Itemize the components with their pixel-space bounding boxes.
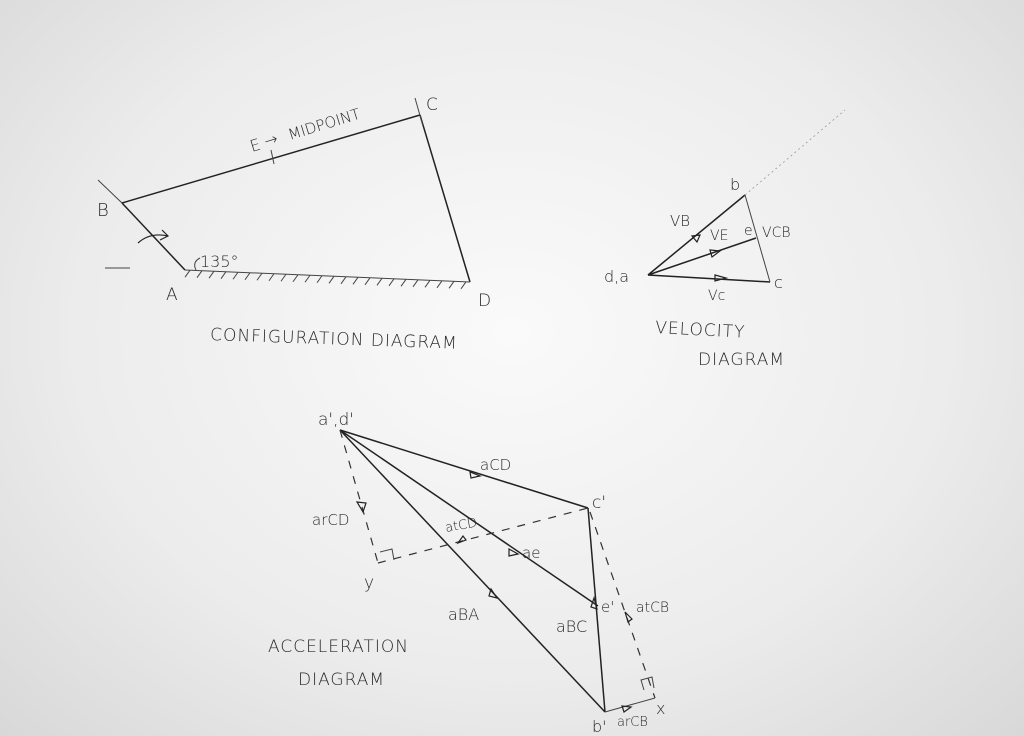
arcd-arrowhead-icon — [355, 501, 367, 514]
point-da-label: d,a — [604, 267, 629, 286]
ground-hatching — [184, 269, 467, 290]
velocity-title-line1: VELOCITY — [655, 318, 746, 343]
acceleration-title-line1: ACCELERATION — [268, 637, 409, 657]
arcb-arrowhead-icon — [621, 705, 633, 713]
hatch-mark — [232, 271, 239, 280]
vector-vcb — [744, 194, 771, 283]
atcb-label: atCB — [636, 600, 669, 616]
vector-acd — [339, 429, 589, 509]
point-x-label: x — [656, 699, 665, 718]
angle-label: 135° — [200, 252, 239, 271]
point-b-label: b — [730, 175, 740, 194]
ve-arrowhead-icon — [709, 249, 722, 259]
aba-label: aBA — [448, 605, 479, 624]
configuration-diagram: B A D C 135° E → MIDPOINT CONFIGURATION … — [97, 95, 491, 354]
atcd-label: atCD — [444, 516, 478, 536]
rotation-arrow-icon — [137, 234, 169, 244]
abc-arrowhead-icon — [590, 595, 598, 610]
hatch-mark — [400, 279, 407, 287]
velocity-title-line2: DIAGRAM — [698, 350, 785, 370]
hatch-mark — [448, 281, 455, 289]
hatch-mark — [196, 270, 203, 279]
hatch-mark — [268, 273, 275, 282]
hatch-mark — [184, 269, 191, 278]
rotation-arrowhead-icon — [159, 229, 170, 241]
right-angle-x-icon — [640, 676, 655, 691]
midpoint-arrow-icon: → — [262, 129, 280, 151]
acd-label: aCD — [480, 456, 511, 474]
point-d-label: D — [478, 291, 491, 311]
vb-label: VB — [670, 212, 690, 230]
acd-arrowhead-icon — [469, 471, 483, 479]
hatch-mark — [388, 278, 395, 287]
link-cd — [419, 114, 471, 283]
vector-arcb — [604, 697, 656, 713]
link-ab — [121, 202, 186, 271]
arcd-label: arCD — [312, 511, 349, 529]
configuration-title: CONFIGURATION DIAGRAM — [210, 325, 458, 354]
hatch-mark — [436, 280, 443, 289]
vcb-label: VCB — [762, 225, 791, 241]
point-e-label: e — [744, 223, 753, 239]
arcb-label: arCB — [617, 715, 648, 730]
hatch-mark — [280, 273, 287, 282]
vector-atcd — [377, 507, 589, 564]
hatch-mark — [244, 272, 251, 281]
vector-vc — [647, 274, 771, 283]
ve-label: VE — [710, 228, 728, 244]
ae-arrowhead-icon — [508, 547, 520, 557]
abc-label: aBC — [556, 617, 587, 636]
vb-arrowhead-icon — [690, 234, 701, 244]
midpoint-tick — [270, 149, 275, 165]
acceleration-diagram: a',d' aCD arCD atCD ae y aBA aBC e' atCB… — [268, 410, 669, 736]
vector-abc — [587, 507, 606, 713]
hatch-mark — [352, 276, 359, 285]
hatch-mark — [376, 278, 383, 286]
hatch-mark — [292, 274, 299, 283]
hatch-mark — [316, 275, 323, 284]
point-c-label: c' — [592, 493, 606, 513]
vector-aba — [339, 429, 606, 713]
link-ab-extension — [97, 179, 123, 204]
hatch-mark — [340, 276, 347, 285]
hatch-mark — [460, 281, 467, 290]
angle-arc — [194, 257, 201, 271]
right-angle-y-icon — [379, 548, 395, 561]
point-b-label: b' — [592, 717, 607, 736]
vc-label: Vc — [708, 288, 725, 304]
hatch-mark — [220, 271, 227, 280]
point-e-label: e' — [601, 598, 614, 616]
vector-atcb — [589, 511, 656, 699]
point-y-label: y — [364, 573, 374, 593]
point-c-label: c — [774, 273, 783, 292]
point-b-label: B — [97, 200, 109, 221]
aba-arrowhead-icon — [488, 587, 499, 599]
point-a-label: A — [166, 285, 178, 305]
hatch-mark — [256, 272, 263, 281]
hatch-mark — [364, 277, 371, 286]
vc-arrowhead-icon — [714, 274, 729, 282]
hatch-mark — [424, 280, 431, 288]
link-bc — [121, 114, 421, 204]
ae-label: ae — [522, 544, 540, 562]
vector-ve — [647, 237, 757, 276]
vector-arcd — [339, 429, 379, 564]
vb-extension — [744, 109, 846, 196]
acceleration-title-line2: DIAGRAM — [298, 670, 385, 690]
c-tick — [414, 97, 424, 127]
ground-ad — [184, 269, 471, 283]
point-c-label: C — [426, 95, 438, 115]
hatch-mark — [328, 275, 335, 284]
hatch-mark — [208, 270, 215, 279]
midpoint-note: MIDPOINT — [286, 105, 363, 144]
midpoint-e-label: E — [248, 135, 263, 156]
vector-ae — [339, 429, 599, 607]
point-ad-label: a',d' — [318, 410, 354, 430]
atcd-arrowhead-icon — [456, 534, 467, 545]
velocity-diagram: b VB VE e VCB d,a c Vc VELOCITY DIAGRAM — [604, 109, 846, 370]
hatch-mark — [412, 279, 419, 288]
atcb-arrowhead-icon — [624, 611, 633, 623]
hatch-mark — [304, 274, 311, 283]
